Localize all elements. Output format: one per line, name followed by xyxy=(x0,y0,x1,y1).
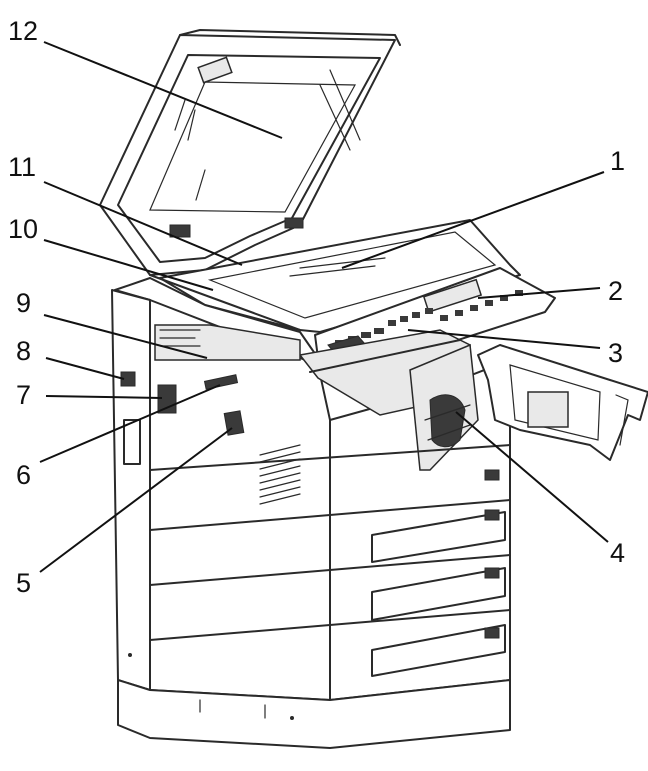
callout-2: 2 xyxy=(608,276,623,306)
callout-10: 10 xyxy=(8,214,38,244)
callout-3: 3 xyxy=(608,338,623,368)
callout-7: 7 xyxy=(16,380,31,410)
leader-lines xyxy=(39,41,609,573)
copier-body xyxy=(111,277,511,749)
callout-1: 1 xyxy=(610,146,625,176)
callout-8: 8 xyxy=(16,336,31,366)
document-feeder-lid xyxy=(99,29,401,276)
callout-6: 6 xyxy=(16,460,31,490)
front-door xyxy=(477,344,648,461)
callout-5: 5 xyxy=(16,568,31,598)
callout-9: 9 xyxy=(16,288,31,318)
callout-4: 4 xyxy=(610,538,625,568)
callout-11: 11 xyxy=(8,152,36,182)
callout-12: 12 xyxy=(8,16,38,46)
